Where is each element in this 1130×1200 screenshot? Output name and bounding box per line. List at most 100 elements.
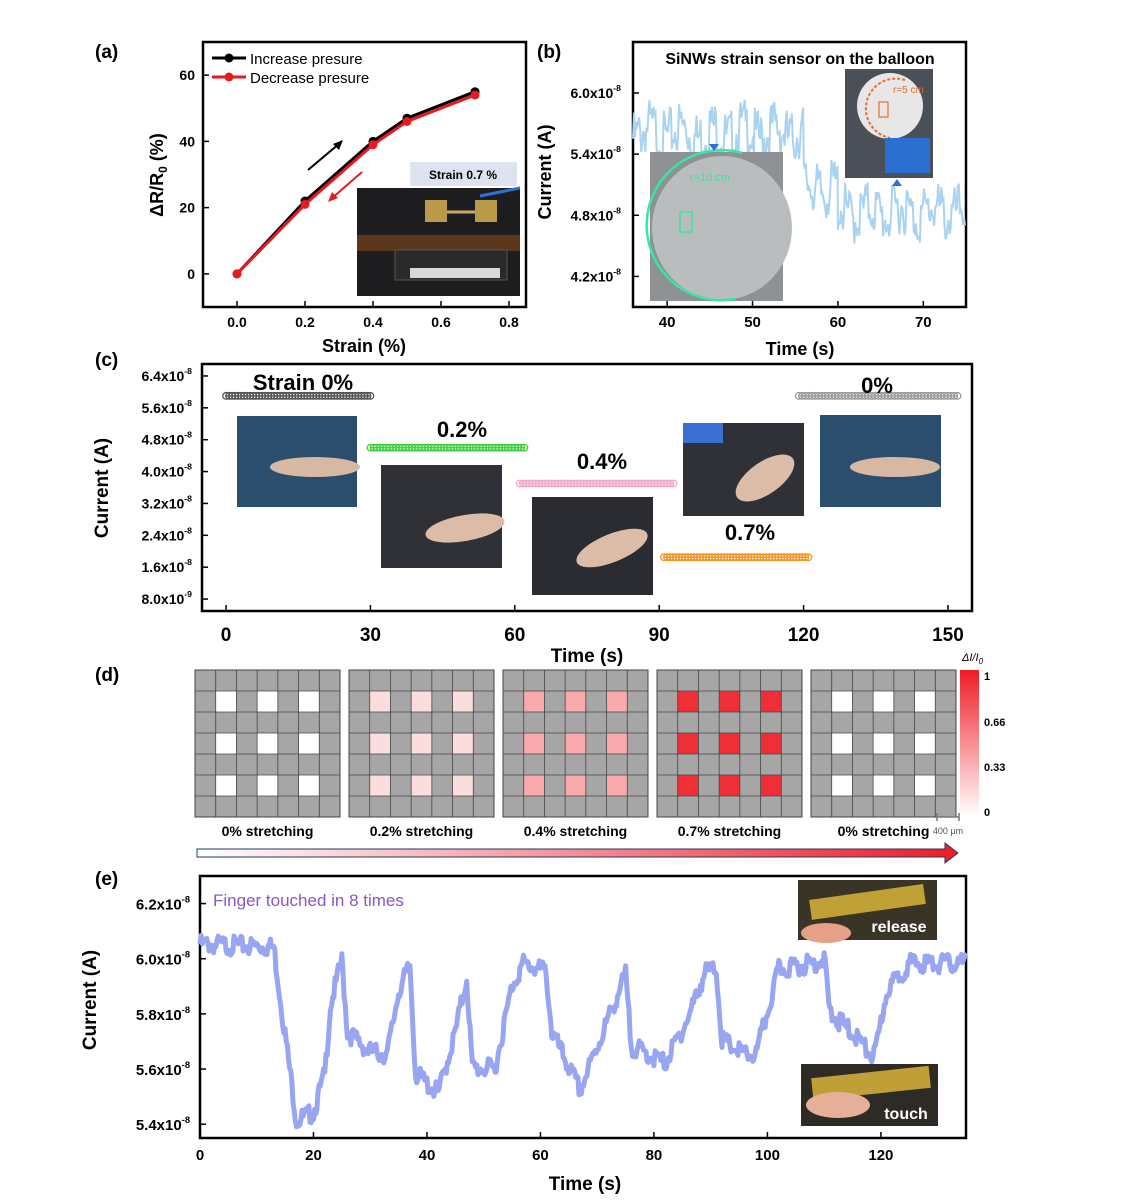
heatmap-label: 0.4% stretching <box>524 823 627 839</box>
heatmap-label: 0% stretching <box>838 823 930 839</box>
inset-radius-large: r=10 cm <box>690 172 730 184</box>
heatmap-label: 0.7% stretching <box>678 823 781 839</box>
c-xtick-label: 0 <box>221 625 232 646</box>
legend-label-decrease: Decrease presure <box>250 70 369 87</box>
e-ytick-label: 5.4x10-8 <box>136 1115 190 1134</box>
heatmap-label: 0.2% stretching <box>370 823 473 839</box>
b-ytick-label: 5.4x10-8 <box>570 144 621 162</box>
b-ytick-label: 6.0x10-8 <box>570 83 621 101</box>
heatmap-0: 0% stretching <box>194 669 341 839</box>
heatmap-pixel <box>257 775 278 796</box>
heatmap-pixel <box>677 733 699 754</box>
panel-b-series <box>632 99 966 244</box>
inset-label: Strain 0.7 % <box>429 168 497 182</box>
panel-c-ylabel: Current (A) <box>92 438 113 538</box>
panel-b-ylabel: Current (A) <box>535 125 555 220</box>
c-series-3 <box>660 553 813 562</box>
colorbar-gradient <box>960 670 979 816</box>
panel-a-direction-arrows <box>307 140 363 202</box>
heatmap-1: 0.2% stretching <box>348 669 495 839</box>
heatmap-pixel <box>523 733 545 754</box>
heatmap-pixel <box>606 733 628 754</box>
c-xtick-label: 90 <box>649 625 670 646</box>
heatmap-pixel <box>760 691 782 712</box>
b-ytick-label: 4.8x10-8 <box>570 205 621 223</box>
inset-radius-small: r=5 cm <box>893 85 924 96</box>
c-data-point <box>953 391 962 400</box>
c-xtick-label: 120 <box>788 625 820 646</box>
a-xtick-label: 0.4 <box>363 314 383 330</box>
heatmap-pixel <box>873 733 894 754</box>
b-xtick-label: 40 <box>659 314 676 331</box>
heatmap-pixel <box>523 691 545 712</box>
panel-d-scale-bar: 400 μm <box>933 813 963 836</box>
heatmap-pixel <box>565 691 586 712</box>
heatmap-pixel <box>298 775 320 796</box>
b-ytick-label: 4.2x10-8 <box>570 266 621 284</box>
strain-label-0: Strain 0% <box>253 370 353 395</box>
c-series-0 <box>222 391 375 400</box>
panel-e-xlabel: Time (s) <box>549 1174 622 1195</box>
panel-e-frame <box>198 874 968 1140</box>
heatmap-pixel <box>452 733 474 754</box>
c-ytick-label: 4.8x10-8 <box>141 430 192 448</box>
e-xtick-label: 40 <box>419 1147 436 1164</box>
e-current-trace <box>197 932 969 1130</box>
heatmap-pixel <box>831 691 853 712</box>
panel-e-annotation: Finger touched in 8 times <box>213 891 404 910</box>
panel-b-label: (b) <box>537 42 561 63</box>
c-ytick-label: 3.2x10-8 <box>141 493 192 511</box>
panel-c-series <box>222 391 962 562</box>
panel-a-inset-photo: Strain 0.7 % <box>357 162 521 296</box>
c-data-point <box>363 391 372 400</box>
panel-e-inset-release: release <box>798 880 937 943</box>
colorbar-ticks: 00.330.661 <box>984 671 1005 819</box>
c-data-point <box>669 479 678 488</box>
heatmap-pixel <box>215 733 237 754</box>
panel-c-photos <box>237 415 941 595</box>
panel-c-xlabel: Time (s) <box>551 646 624 667</box>
a-xtick-label: 0.0 <box>227 314 247 330</box>
e-ytick-label: 5.8x10-8 <box>136 1005 190 1024</box>
c-xtick-label: 150 <box>932 625 964 646</box>
panel-a-series <box>232 87 480 279</box>
inset-release-label: release <box>871 919 926 936</box>
a-data-point <box>402 117 412 126</box>
a-data-point <box>368 140 378 150</box>
heatmap-pixel <box>215 775 237 796</box>
heatmap-pixel <box>565 733 586 754</box>
up-arrow-head <box>333 140 343 150</box>
a-ytick-label: 60 <box>179 67 195 83</box>
heatmap-pixel <box>719 733 740 754</box>
up-arrow-shaft <box>307 142 341 171</box>
e-ytick-label: 6.2x10-8 <box>136 895 190 914</box>
b-xtick-label: 70 <box>915 314 932 331</box>
heatmap-pixel <box>831 775 853 796</box>
panel-d-progress-arrow <box>196 841 959 865</box>
a-data-point <box>470 90 480 100</box>
c-data-point <box>801 553 810 562</box>
c-data-point <box>517 443 526 452</box>
c-data-point <box>366 391 375 400</box>
colorbar-tick-label: 0 <box>984 807 990 819</box>
e-xtick-label: 20 <box>305 1147 322 1164</box>
legend-marker-decrease <box>224 72 234 82</box>
c-ytick-label: 4.0x10-8 <box>141 462 192 480</box>
c-series-1 <box>366 443 529 452</box>
panel-e-inset-touch: touch <box>801 1064 938 1126</box>
inset-label-box <box>410 162 517 186</box>
colorbar-tick-label: 1 <box>984 671 990 683</box>
heatmap-3: 0.7% stretching <box>656 669 803 839</box>
a-xtick-label: 0.2 <box>295 314 315 330</box>
heatmap-pixel <box>369 733 391 754</box>
heatmap-pixel <box>914 733 936 754</box>
e-xtick-label: 100 <box>755 1147 780 1164</box>
c-data-point <box>520 443 529 452</box>
heatmap-pixel <box>369 691 391 712</box>
